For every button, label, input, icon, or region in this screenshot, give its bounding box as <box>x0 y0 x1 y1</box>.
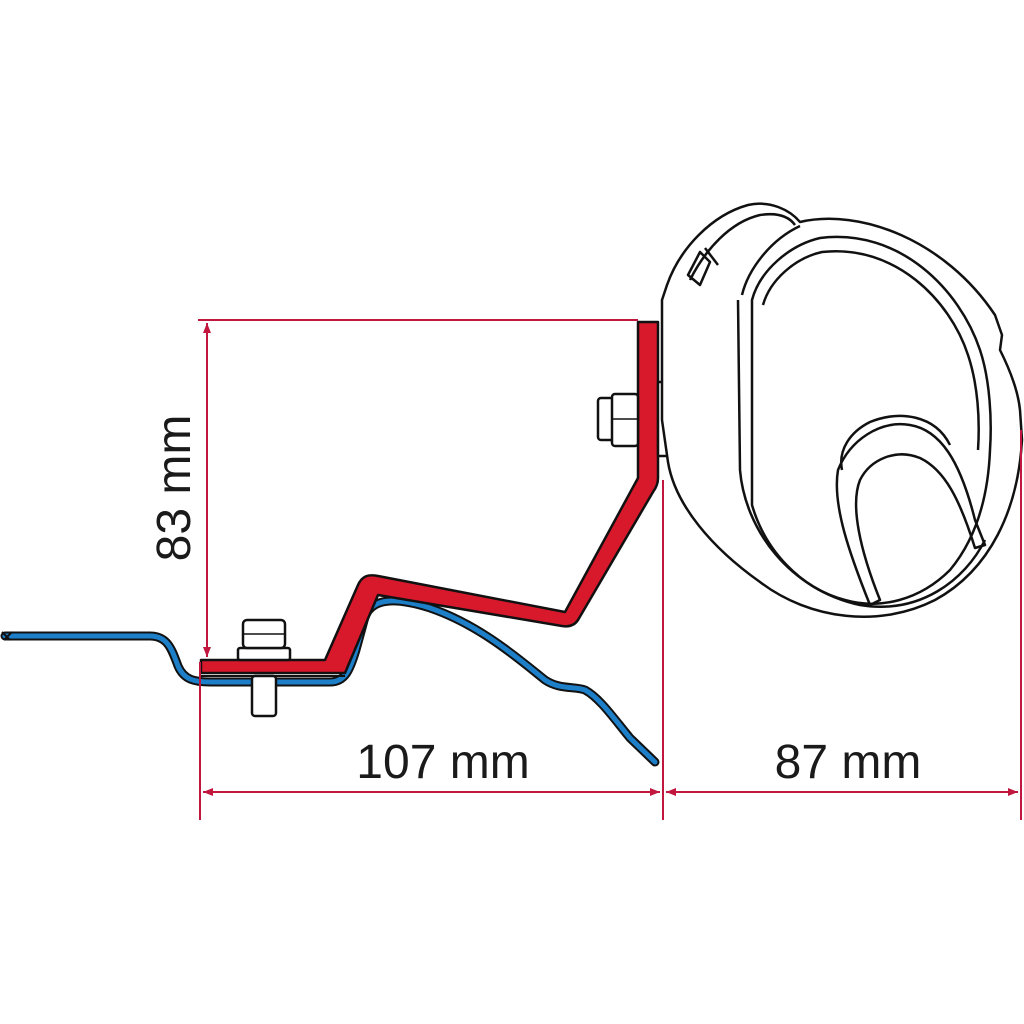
height-label: 83 mm <box>148 415 201 562</box>
extension-lines <box>198 319 1022 820</box>
lower-bolt-icon <box>236 618 292 718</box>
height-dimension: 83 mm <box>148 323 211 657</box>
vehicle-roof-profile <box>0 596 660 767</box>
bracket-width-label: 107 mm <box>356 736 529 789</box>
bracket-width-dimension: 107 mm <box>203 736 660 796</box>
housing-width-dimension: 87 mm <box>666 736 1018 796</box>
housing-width-label: 87 mm <box>775 736 922 789</box>
awning-housing <box>660 202 1024 618</box>
